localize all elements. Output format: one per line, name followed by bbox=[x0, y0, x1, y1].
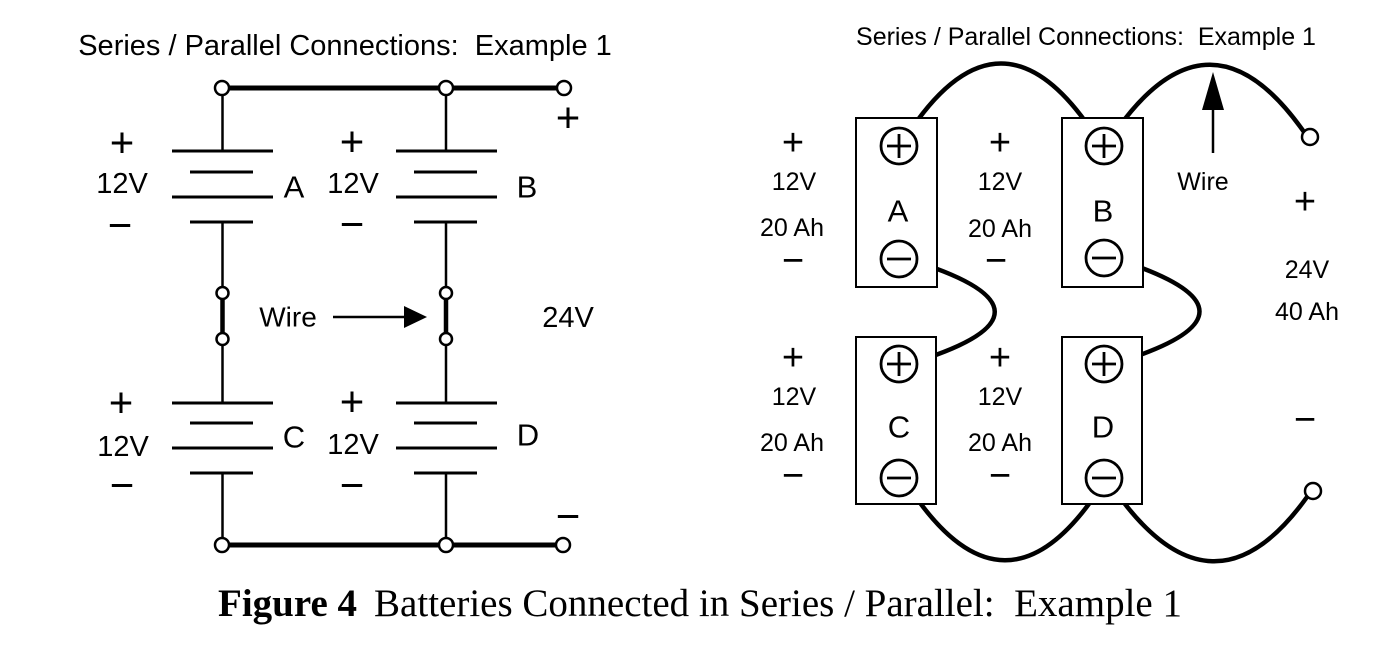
junction-node bbox=[438, 285, 454, 301]
battery-a-minus-sign: − bbox=[782, 240, 804, 282]
junction-node bbox=[215, 285, 230, 301]
battery-c-minus-sign: − bbox=[782, 455, 804, 497]
arrow-head bbox=[404, 306, 427, 328]
output-plus-sign: + bbox=[556, 94, 581, 141]
junction-node bbox=[437, 79, 455, 97]
positive-output-terminal-node bbox=[1300, 127, 1320, 147]
battery-d-minus-terminal-icon bbox=[1084, 458, 1124, 498]
battery-d-voltage: 12V bbox=[327, 429, 379, 461]
output-voltage-label: 24V bbox=[542, 302, 594, 334]
figure-caption-number: Figure 4 bbox=[218, 582, 358, 625]
battery-c-label: C bbox=[888, 410, 910, 445]
battery-b-plus-terminal-icon bbox=[1084, 126, 1124, 166]
battery-c-plus-terminal-icon bbox=[879, 344, 919, 384]
wire-callout-label: Wire bbox=[1177, 168, 1228, 196]
output-voltage-label: 24V bbox=[1285, 256, 1330, 284]
wire-b-plus-to-positive-output bbox=[1113, 62, 1307, 135]
wire-a-plus-to-b-plus bbox=[907, 61, 1095, 134]
battery-a-capacity: 20 Ah bbox=[760, 214, 824, 242]
battery-c-plus-sign: + bbox=[109, 379, 134, 426]
pictorial-title: Series / Parallel Connections: Example 1 bbox=[856, 23, 1316, 51]
wire-b-minus-to-d-plus bbox=[1119, 258, 1202, 364]
battery-d-voltage: 12V bbox=[978, 383, 1023, 411]
battery-c-minus-terminal-icon bbox=[879, 458, 919, 498]
junction-node bbox=[213, 536, 231, 554]
output-terminal-node bbox=[554, 536, 572, 554]
junction-node bbox=[213, 79, 231, 97]
minus-terminal-icons bbox=[879, 238, 1124, 498]
battery-b-voltage: 12V bbox=[327, 168, 379, 200]
battery-c-capacity: 20 Ah bbox=[760, 429, 824, 457]
schematic-junction-nodes bbox=[213, 79, 573, 554]
junction-node bbox=[437, 536, 455, 554]
battery-b-minus-terminal-icon bbox=[1084, 238, 1124, 278]
battery-a-voltage: 12V bbox=[96, 168, 148, 200]
battery-b-minus-sign: − bbox=[985, 240, 1007, 282]
battery-d-minus-sign: − bbox=[989, 455, 1011, 497]
figure-caption-text: Batteries Connected in Series / Parallel… bbox=[374, 582, 1182, 625]
output-plus-sign: + bbox=[1294, 181, 1316, 223]
output-terminal-node bbox=[555, 79, 573, 97]
battery-b-plus-sign: + bbox=[989, 122, 1011, 164]
wire-c-minus-to-d-minus bbox=[910, 490, 1099, 563]
battery-a-plus-terminal-icon bbox=[879, 126, 919, 166]
battery-d-label: D bbox=[1092, 410, 1114, 445]
battery-c-voltage: 12V bbox=[772, 383, 817, 411]
battery-d-plus-sign: + bbox=[340, 378, 365, 425]
battery-d-plus-sign: + bbox=[989, 337, 1011, 379]
battery-symbol-c bbox=[172, 401, 273, 475]
battery-d-plus-terminal-icon bbox=[1084, 344, 1124, 384]
figure-caption: Figure 4 Batteries Connected in Series / … bbox=[0, 581, 1400, 626]
plus-terminal-icons bbox=[879, 126, 1124, 384]
wire-pointer-arrow-icon bbox=[333, 306, 427, 328]
junction-node bbox=[215, 331, 230, 347]
negative-output-terminal-node bbox=[1303, 481, 1323, 501]
battery-symbol-a bbox=[172, 149, 273, 224]
battery-a-voltage: 12V bbox=[772, 168, 817, 196]
wire-up-arrow-icon bbox=[1202, 72, 1224, 153]
battery-d-label: D bbox=[517, 418, 539, 453]
battery-a-label: A bbox=[284, 170, 305, 205]
battery-a-minus-sign: − bbox=[108, 202, 133, 249]
schematic-labels: Series / Parallel Connections: Example 1… bbox=[78, 30, 612, 540]
junction-node bbox=[438, 331, 454, 347]
schematic-diagram: Series / Parallel Connections: Example 1… bbox=[78, 30, 612, 554]
battery-symbol-d bbox=[396, 401, 497, 475]
output-capacity-label: 40 Ah bbox=[1275, 298, 1339, 326]
pictorial-diagram: Series / Parallel Connections: Example 1… bbox=[760, 23, 1339, 564]
pictorial-wires bbox=[907, 61, 1310, 564]
battery-c-voltage: 12V bbox=[97, 431, 149, 463]
battery-a-plus-sign: + bbox=[110, 119, 135, 166]
battery-c-label: C bbox=[283, 420, 305, 455]
battery-a-plus-sign: + bbox=[782, 122, 804, 164]
battery-d-minus-sign: − bbox=[340, 462, 365, 509]
battery-c-plus-sign: + bbox=[782, 337, 804, 379]
output-minus-sign: − bbox=[556, 493, 581, 540]
battery-a-label: A bbox=[888, 194, 909, 229]
pictorial-labels: Series / Parallel Connections: Example 1… bbox=[760, 23, 1339, 497]
battery-d-capacity: 20 Ah bbox=[968, 429, 1032, 457]
battery-b-minus-sign: − bbox=[340, 201, 365, 248]
battery-a-minus-terminal-icon bbox=[879, 239, 919, 279]
output-minus-sign: − bbox=[1294, 399, 1316, 441]
battery-b-voltage: 12V bbox=[978, 168, 1023, 196]
battery-b-label: B bbox=[1093, 194, 1114, 229]
wire-d-minus-to-negative-output bbox=[1113, 489, 1310, 564]
wire-a-minus-to-c-plus bbox=[914, 259, 997, 364]
battery-b-label: B bbox=[517, 170, 538, 205]
battery-symbol-b bbox=[396, 149, 497, 224]
wire-callout-label: Wire bbox=[259, 302, 317, 333]
battery-b-plus-sign: + bbox=[340, 118, 365, 165]
schematic-title: Series / Parallel Connections: Example 1 bbox=[78, 30, 612, 62]
battery-b-capacity: 20 Ah bbox=[968, 215, 1032, 243]
arrow-head bbox=[1202, 72, 1224, 110]
battery-c-minus-sign: − bbox=[110, 462, 135, 509]
